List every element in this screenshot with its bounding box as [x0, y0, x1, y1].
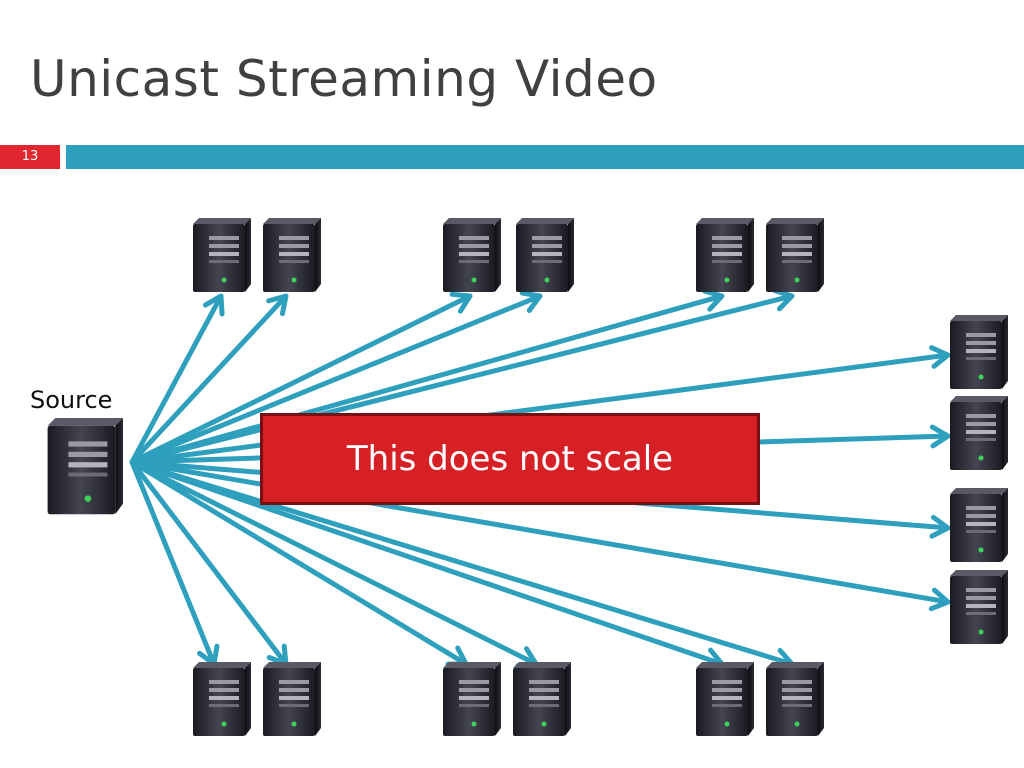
- slide-number: 13: [0, 145, 60, 169]
- receiver-server-icon: [766, 662, 824, 736]
- receiver-server-icon: [696, 662, 754, 736]
- arrow-head-icon: [449, 291, 473, 314]
- does-not-scale-callout: This does not scale: [260, 413, 760, 505]
- receiver-server-icon: [766, 218, 824, 292]
- unicast-arrow-line: [129, 294, 791, 465]
- receiver-server-icon: [263, 662, 321, 736]
- unicast-arrow-line: [129, 459, 535, 665]
- unicast-arrow-line: [129, 294, 721, 465]
- receiver-server-icon: [950, 315, 1008, 389]
- source-server-icon: [47, 418, 123, 515]
- unicast-arrow-line: [129, 459, 466, 665]
- unicast-arrow-line: [129, 459, 215, 663]
- receiver-server-icon: [443, 218, 501, 292]
- slide-title: Unicast Streaming Video: [30, 50, 658, 108]
- arrow-head-icon: [266, 293, 289, 317]
- unicast-arrow-line: [129, 296, 286, 465]
- arrow-head-icon: [929, 345, 951, 369]
- arrow-head-icon: [929, 514, 951, 539]
- arrow-head-icon: [772, 288, 795, 312]
- arrow-head-icon: [202, 293, 225, 317]
- unicast-arrow-line: [129, 295, 539, 465]
- receiver-server-icon: [443, 662, 501, 736]
- unicast-arrow-line: [129, 459, 287, 664]
- arrow-head-icon: [929, 424, 951, 449]
- arrow-head-icon: [928, 587, 951, 612]
- receiver-server-icon: [513, 662, 571, 736]
- receiver-server-icon: [263, 218, 321, 292]
- receiver-server-icon: [696, 218, 754, 292]
- unicast-arrow-line: [129, 297, 222, 465]
- source-label: Source: [30, 386, 113, 414]
- unicast-arrow-line: [129, 459, 791, 666]
- arrow-head-icon: [702, 288, 725, 312]
- arrow-head-icon: [519, 290, 543, 313]
- receiver-server-icon: [516, 218, 574, 292]
- unicast-arrow-line: [129, 295, 469, 465]
- receiver-server-icon: [193, 662, 251, 736]
- receiver-server-icon: [950, 396, 1008, 470]
- receiver-server-icon: [193, 218, 251, 292]
- unicast-arrow-line: [129, 459, 721, 666]
- title-accent-bar: [66, 145, 1024, 169]
- receiver-server-icon: [950, 488, 1008, 562]
- receiver-server-icon: [950, 570, 1008, 644]
